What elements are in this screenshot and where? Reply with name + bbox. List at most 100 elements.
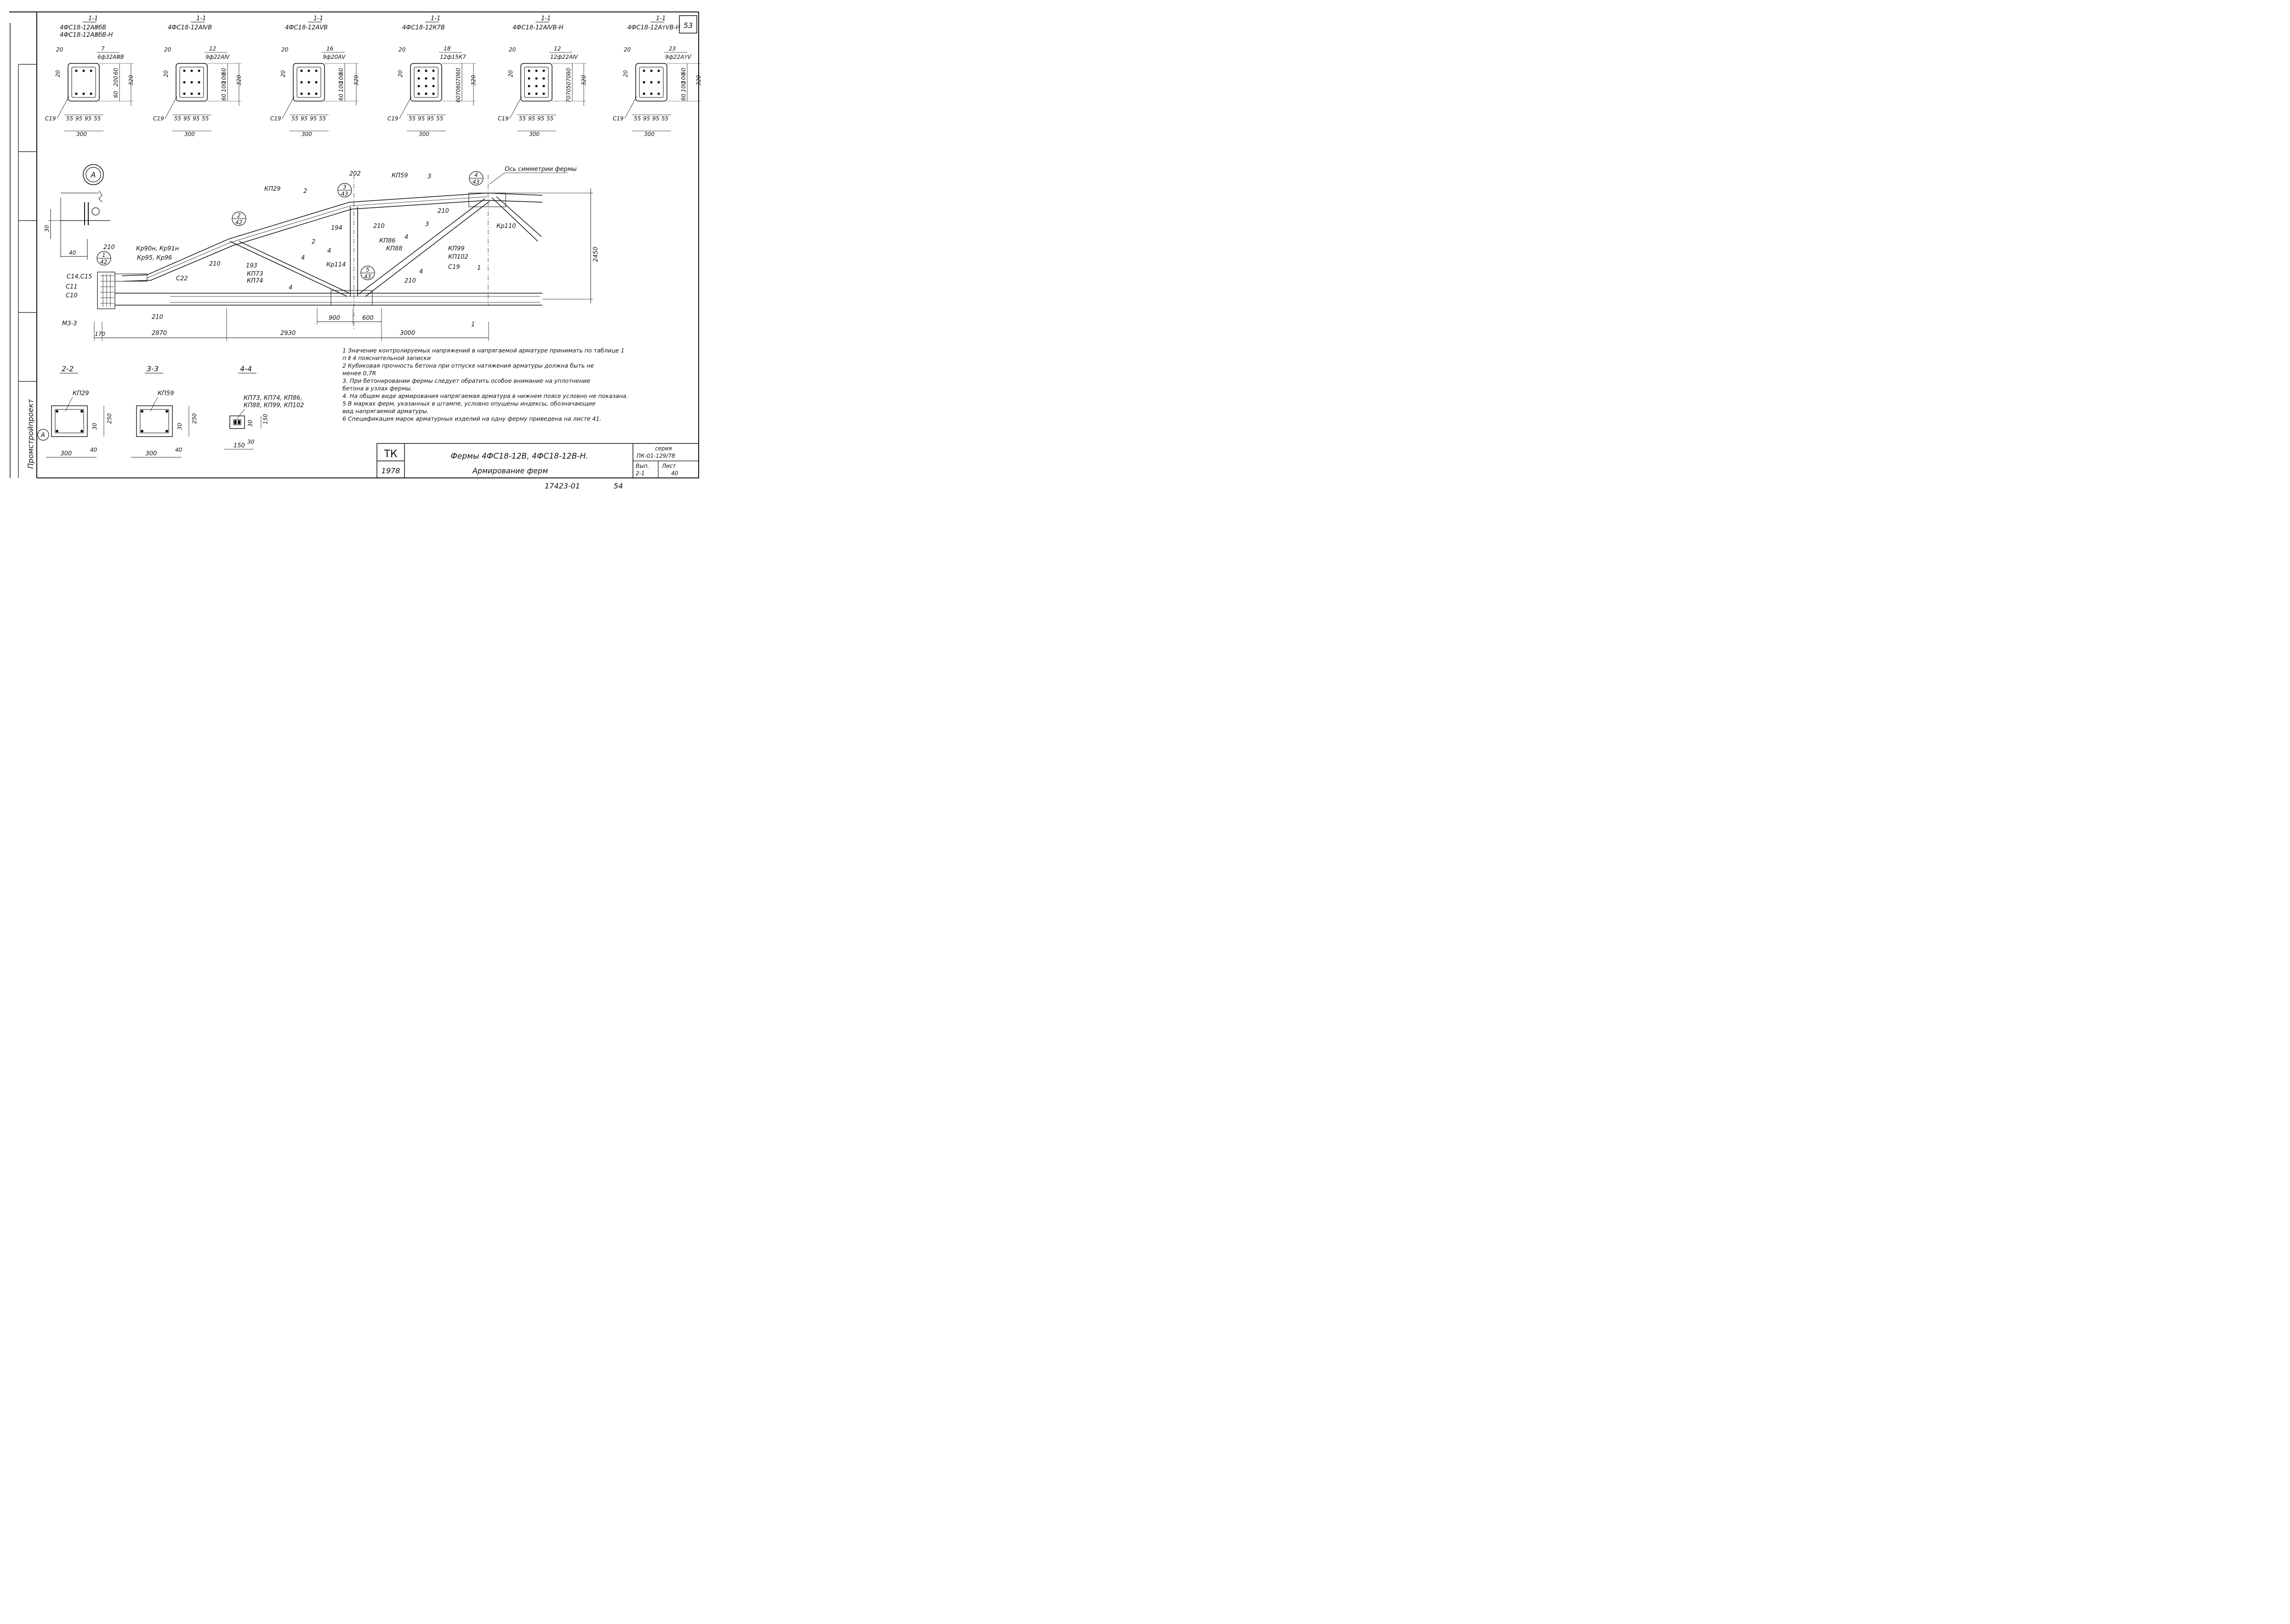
truss-label: 202: [349, 170, 361, 177]
section-cut-label: 3-3: [147, 364, 159, 373]
position-count: 12: [554, 45, 561, 52]
truss-label: 210: [152, 314, 163, 321]
rebar-dot: [198, 69, 200, 72]
dim-left: 20: [56, 46, 63, 53]
dim-width: 300: [184, 131, 195, 137]
callout-sheet: 43: [364, 273, 371, 280]
dim-vertical: 60: [113, 91, 119, 98]
rebar-dot: [417, 92, 420, 95]
detail-a-dim-h: 30: [44, 225, 50, 232]
title-block: ТК 1978 Фермы 4ФС18-12В, 4ФС18-12В-Н. Ар…: [376, 443, 699, 478]
dim-vertical: 70: [455, 74, 461, 82]
rebar-dot: [183, 69, 186, 72]
rebar-dot: [75, 69, 78, 72]
dim-panel-1: 2870: [152, 330, 167, 337]
rebar-dot: [528, 85, 530, 87]
section-cut-label: 2-2: [62, 364, 74, 373]
dim-vertical: 200: [113, 76, 119, 86]
dim-top: 20: [280, 70, 286, 77]
truss-label: С14,С15: [67, 273, 92, 280]
rebar-dot: [190, 69, 193, 72]
truss-label: 1: [471, 321, 475, 328]
dim-support: 170: [95, 331, 105, 337]
truss-label: М3-3: [62, 320, 77, 327]
dim-vertical: 100: [680, 81, 687, 92]
detail-marker: А: [40, 432, 45, 439]
dim-panel-2: 2930: [280, 330, 296, 337]
dim-height: 320: [581, 75, 587, 85]
detail-a-dim-w: 40: [69, 250, 76, 256]
sheet-number-box: [679, 15, 697, 34]
section-mark: 4ФС18-12АⅣВ: [168, 24, 212, 31]
truss-label: 4: [289, 284, 292, 291]
side-label: Промстройпроект: [26, 399, 35, 469]
dim-left: 20: [509, 46, 516, 53]
section-mark: 4ФС18-12К7В: [402, 24, 445, 31]
stamp-issue-label: Вып.: [636, 463, 649, 469]
section-cut-label: 1-1: [541, 15, 551, 22]
dim-vertical: 70: [565, 88, 572, 96]
position-count: 7: [101, 45, 105, 52]
bottom-sections: 2-2КП292503030040А3-3КП5925030300404-4КП…: [37, 364, 304, 458]
node-callout: 242: [232, 211, 246, 226]
dim-height: 150: [262, 414, 269, 424]
sheet-number: 53: [684, 21, 693, 30]
dim-vertical: 60: [221, 68, 227, 75]
rebar-dot: [56, 410, 58, 413]
dim-vertical: 60: [113, 68, 119, 75]
truss-elevation: 2450 170 2870 2930 3000 900 600 Ось симм…: [94, 166, 599, 341]
rebar-dot: [75, 92, 78, 95]
rebar-dot: [535, 85, 538, 87]
truss-label: 210: [103, 244, 115, 251]
drawing-sheet: 53 Промстройпроект 1-14ФС18-12АⅢбВ4ФС18-…: [9, 11, 702, 490]
rebar-dot: [542, 85, 545, 87]
note-line: менее 0,7R: [342, 370, 376, 377]
section-mark: КП59: [158, 390, 174, 397]
rebar-dot: [542, 77, 545, 80]
truss-height: 2450: [592, 247, 599, 262]
dim-height: 320: [695, 75, 702, 85]
clamp-label: С19: [613, 115, 624, 122]
note-line: 1 Значение контролируемых напряжений в н…: [342, 347, 624, 354]
note-line: вид напрягаемой арматуры.: [342, 408, 429, 415]
callout-number: 1: [102, 252, 106, 258]
stamp-year: 1978: [382, 466, 400, 475]
rebar-dot: [535, 92, 538, 95]
rebar-dot: [425, 92, 427, 95]
rebar-dot: [308, 92, 310, 95]
dim-vertical: 100: [221, 73, 227, 83]
truss-label: 210: [404, 278, 416, 284]
section-mark: 4ФС18-12АⅢбВ-Н: [60, 32, 113, 39]
rebar-dot: [535, 69, 538, 72]
rebar-dot: [542, 92, 545, 95]
clamp-label: С19: [45, 115, 56, 122]
rebar-dot: [417, 69, 420, 72]
rebar-label: 9ф20АⅤ: [323, 54, 346, 60]
position-count: 23: [669, 45, 676, 52]
clamp-label: С19: [153, 115, 164, 122]
dim-horizontal: 95: [427, 115, 434, 122]
rebar-dot: [82, 92, 85, 95]
rebar-dot: [432, 92, 435, 95]
truss-label: Кр95, Кр96: [137, 255, 172, 261]
dim-vertical: 60: [221, 94, 227, 101]
dim-vertical: 60: [338, 94, 344, 101]
rebar-label: 12ф22АⅣ: [550, 54, 578, 60]
rebar-dot: [643, 69, 645, 72]
rebar-dot: [657, 81, 660, 84]
callout-sheet: 42: [235, 219, 242, 226]
truss-label: КП73: [247, 271, 263, 278]
rebar-dot: [80, 410, 83, 413]
rebar-dot: [165, 410, 168, 413]
rebar-dot: [165, 430, 168, 433]
callout-sheet: 42: [100, 259, 107, 265]
rebar-dot: [417, 85, 420, 87]
dim-vertical: 60: [680, 94, 687, 101]
dim-vertical: 70: [455, 88, 461, 96]
truss-label: 1: [477, 265, 481, 272]
dim-panel-3: 3000: [400, 330, 415, 337]
rebar-label: 9ф22АⅣ: [205, 54, 230, 60]
